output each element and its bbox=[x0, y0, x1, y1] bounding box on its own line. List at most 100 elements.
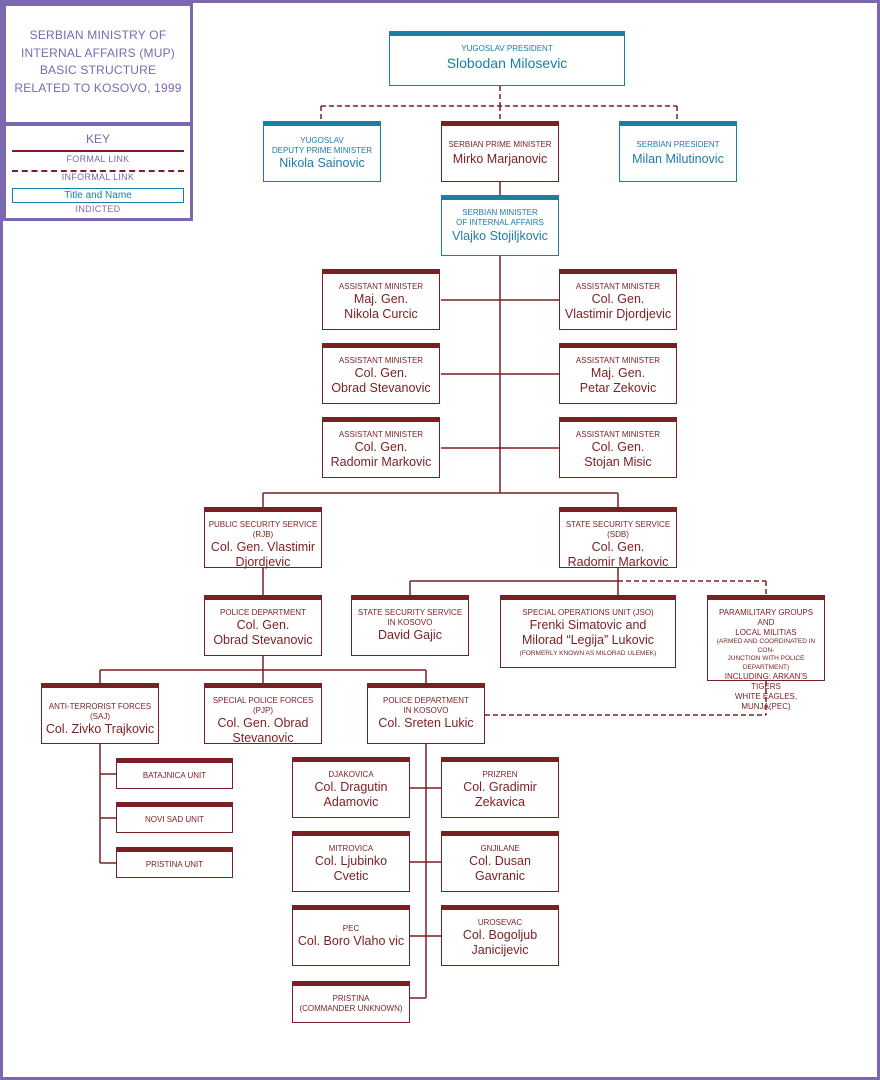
node-pristina-unit[interactable]: PRISTINA UNIT bbox=[116, 847, 233, 878]
node-title: PRISTINA UNIT bbox=[145, 860, 204, 869]
node-name: Frenki Simatovic and bbox=[529, 618, 647, 632]
node-title: IN KOSOVO bbox=[387, 618, 433, 627]
node-gnjilane[interactable]: GNJILANE Col. Dusan Gavranic bbox=[441, 831, 559, 892]
node-title: MITROVICA bbox=[328, 844, 374, 853]
node-police-department-kosovo[interactable]: POLICE DEPARTMENT IN KOSOVO Col. Sreten … bbox=[367, 683, 485, 744]
node-title: STATE SECURITY SERVICE (SDB) bbox=[565, 520, 671, 539]
node-title: ANTI-TERRORIST FORCES (SAJ) bbox=[48, 702, 152, 721]
node-name: Janicijevic bbox=[471, 943, 529, 957]
chart-title-line: RELATED TO KOSOVO, 1999 bbox=[14, 80, 182, 95]
key-title: KEY bbox=[85, 132, 110, 146]
node-name: Stojan Misic bbox=[584, 455, 652, 469]
node-interior-minister[interactable]: SERBIAN MINISTER OF INTERNAL AFFAIRS Vla… bbox=[441, 195, 559, 256]
legend-key-panel: KEY FORMAL LINK INFORMAL LINK Title and … bbox=[3, 123, 193, 221]
node-name: Col. Gradimir bbox=[463, 780, 537, 794]
node-anti-terrorist-forces[interactable]: ANTI-TERRORIST FORCES (SAJ) Col. Zivko T… bbox=[41, 683, 159, 744]
node-assistant-minister[interactable]: ASSISTANT MINISTER Maj. Gen. Petar Zekov… bbox=[559, 343, 677, 404]
node-assistant-minister[interactable]: ASSISTANT MINISTER Col. Gen. Vlastimir D… bbox=[559, 269, 677, 330]
node-name: Milan Milutinovic bbox=[632, 152, 724, 166]
node-name: Col. Dragutin bbox=[314, 780, 388, 794]
node-name: Maj. Gen. bbox=[353, 292, 409, 306]
node-title: IN KOSOVO bbox=[403, 706, 449, 715]
node-yugoslav-president[interactable]: YUGOSLAV PRESIDENT Slobodan Milosevic bbox=[389, 31, 625, 86]
node-title: SERBIAN PRIME MINISTER bbox=[448, 140, 552, 149]
node-name: Slobodan Milosevic bbox=[446, 55, 568, 71]
node-serbian-president[interactable]: SERBIAN PRESIDENT Milan Milutinovic bbox=[619, 121, 737, 182]
node-sss-in-kosovo[interactable]: STATE SECURITY SERVICE IN KOSOVO David G… bbox=[351, 595, 469, 656]
key-indicted-label: INDICTED bbox=[75, 204, 121, 214]
node-title: POLICE DEPARTMENT bbox=[220, 608, 306, 617]
node-assistant-minister[interactable]: ASSISTANT MINISTER Col. Gen. Radomir Mar… bbox=[322, 417, 440, 478]
node-title: SPECIAL OPERATIONS UNIT (JSO) bbox=[522, 608, 654, 617]
node-note: (ARMED AND COORDINATED IN CON- bbox=[716, 638, 816, 654]
key-formal-label: FORMAL LINK bbox=[66, 154, 130, 164]
node-pec[interactable]: PEC Col. Boro Vlaho vic bbox=[292, 905, 410, 966]
node-title: SPECIAL POLICE FORCES (PJP) bbox=[212, 696, 314, 715]
node-serbian-prime-minister[interactable]: SERBIAN PRIME MINISTER Mirko Marjanovic bbox=[441, 121, 559, 182]
node-name: Nikola Sainovic bbox=[279, 156, 365, 170]
node-title: PEC bbox=[342, 924, 360, 933]
node-name: Radomir Markovic bbox=[567, 555, 669, 569]
node-name: Adamovic bbox=[323, 795, 379, 809]
node-name: Col. Gen. bbox=[236, 618, 290, 632]
node-name: Col. Gen. Obrad bbox=[217, 716, 309, 730]
node-name: Radomir Markovic bbox=[330, 455, 432, 469]
node-title: SERBIAN PRESIDENT bbox=[636, 140, 720, 149]
node-batajnica-unit[interactable]: BATAJNICA UNIT bbox=[116, 758, 233, 789]
chart-title-panel: SERBIAN MINISTRY OF INTERNAL AFFAIRS (MU… bbox=[3, 3, 193, 125]
node-title: ASSISTANT MINISTER bbox=[338, 430, 424, 439]
node-assistant-minister[interactable]: ASSISTANT MINISTER Maj. Gen. Nikola Curc… bbox=[322, 269, 440, 330]
node-name: Maj. Gen. bbox=[590, 366, 646, 380]
node-special-police-forces[interactable]: SPECIAL POLICE FORCES (PJP) Col. Gen. Ob… bbox=[204, 683, 322, 745]
node-title: PRIZREN bbox=[482, 770, 518, 779]
chart-title-line: SERBIAN MINISTRY OF bbox=[29, 28, 167, 42]
node-prizren[interactable]: PRIZREN Col. Gradimir Zekavica bbox=[441, 757, 559, 818]
node-urosevac[interactable]: UROSEVAC Col. Bogoljub Janicijevic bbox=[441, 905, 559, 966]
node-name: Col. Gen. bbox=[591, 292, 645, 306]
node-title: ASSISTANT MINISTER bbox=[338, 282, 424, 291]
node-name: Petar Zekovic bbox=[579, 381, 657, 395]
node-name: Col. Gen. bbox=[591, 540, 645, 554]
node-name: Milorad “Legija” Lukovic bbox=[521, 633, 654, 647]
node-title: LOCAL MILITIAS bbox=[735, 628, 797, 637]
node-paramilitary-groups[interactable]: PARAMILITARY GROUPS AND LOCAL MILITIAS (… bbox=[707, 595, 825, 711]
node-public-security-service[interactable]: PUBLIC SECURITY SERVICE (RJB) Col. Gen. … bbox=[204, 507, 322, 569]
node-title: PUBLIC SECURITY SERVICE (RJB) bbox=[208, 520, 318, 539]
node-note: WHITE EAGLES, MUNJA(PEC) bbox=[734, 692, 798, 711]
node-assistant-minister[interactable]: ASSISTANT MINISTER Col. Gen. Obrad Steva… bbox=[322, 343, 440, 404]
node-title: YUGOSLAV bbox=[300, 136, 344, 145]
key-formal-line bbox=[12, 150, 184, 152]
node-mitrovica[interactable]: MITROVICA Col. Ljubinko Cvetic bbox=[292, 831, 410, 892]
node-state-security-service[interactable]: STATE SECURITY SERVICE (SDB) Col. Gen. R… bbox=[559, 507, 677, 569]
node-name: Mirko Marjanovic bbox=[452, 152, 548, 166]
node-name: Col. Ljubinko bbox=[314, 854, 388, 868]
node-title: BATAJNICA UNIT bbox=[142, 771, 207, 780]
node-novi-sad-unit[interactable]: NOVI SAD UNIT bbox=[116, 802, 233, 833]
node-name: Col. Sreten Lukic bbox=[378, 716, 474, 730]
node-name: Col. Gen. bbox=[354, 440, 408, 454]
node-title: GNJILANE bbox=[480, 844, 520, 853]
node-pristina[interactable]: PRISTINA (COMMANDER UNKNOWN) bbox=[292, 981, 410, 1023]
node-note: JUNCTION WITH POLICE DEPARTMENT) bbox=[727, 655, 805, 671]
node-name: Col. Bogoljub bbox=[462, 928, 538, 942]
node-title: OF INTERNAL AFFAIRS bbox=[456, 218, 544, 227]
node-name: Col. Dusan bbox=[469, 854, 531, 868]
node-djakovica[interactable]: DJAKOVICA Col. Dragutin Adamovic bbox=[292, 757, 410, 818]
node-police-department[interactable]: POLICE DEPARTMENT Col. Gen. Obrad Stevan… bbox=[204, 595, 322, 656]
node-name: Obrad Stevanovic bbox=[331, 381, 431, 395]
node-deputy-prime-minister[interactable]: YUGOSLAV DEPUTY PRIME MINISTER Nikola Sa… bbox=[263, 121, 381, 182]
node-name: Col. Zivko Trajkovic bbox=[45, 722, 155, 736]
node-title: DJAKOVICA bbox=[328, 770, 374, 779]
key-informal-line bbox=[12, 170, 184, 172]
node-note: (FORMERLY KNOWN AS MILORAD ULEMEK) bbox=[519, 650, 657, 657]
node-title: STATE SECURITY SERVICE bbox=[357, 608, 463, 617]
node-title: ASSISTANT MINISTER bbox=[338, 356, 424, 365]
node-title: ASSISTANT MINISTER bbox=[575, 356, 661, 365]
node-assistant-minister[interactable]: ASSISTANT MINISTER Col. Gen. Stojan Misi… bbox=[559, 417, 677, 478]
node-title: DEPUTY PRIME MINISTER bbox=[271, 146, 373, 155]
node-title: UROSEVAC bbox=[477, 918, 523, 927]
node-special-operations-unit[interactable]: SPECIAL OPERATIONS UNIT (JSO) Frenki Sim… bbox=[500, 595, 676, 668]
node-name: Nikola Curcic bbox=[344, 307, 418, 321]
node-title: YUGOSLAV PRESIDENT bbox=[461, 44, 553, 53]
node-name: Col. Gen. bbox=[591, 440, 645, 454]
